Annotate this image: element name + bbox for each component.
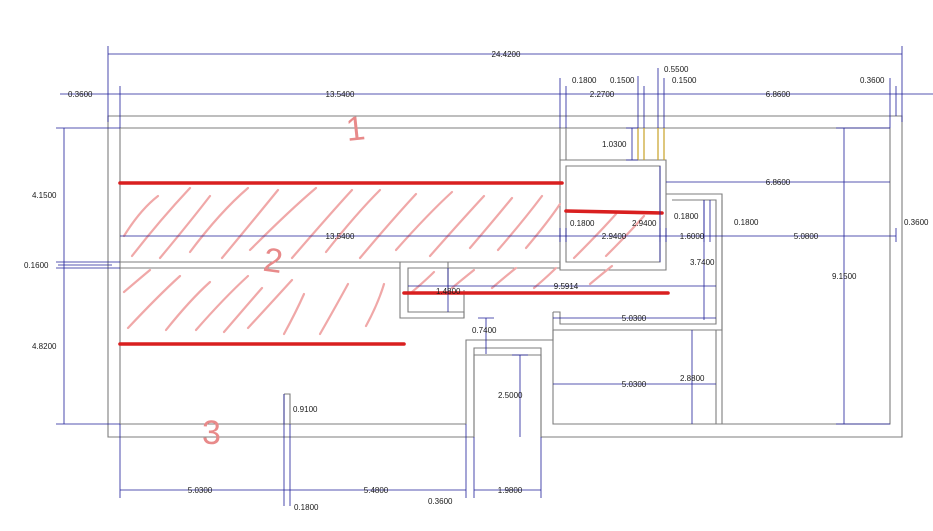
dim-mid-wall: 0.1800 <box>570 219 595 228</box>
door-jamb-left <box>637 128 645 160</box>
dim-right-edge-offset: 0.3600 <box>904 218 929 227</box>
dim-line <box>60 68 933 128</box>
zone-label-2: 2 <box>261 241 285 281</box>
dim-mid-room-width: 2.9400 <box>602 232 627 241</box>
hatch-mark <box>496 194 544 252</box>
dim-overall-width: 24.4200 <box>492 50 521 59</box>
hatch-mark <box>126 274 182 330</box>
hatch-mark <box>248 186 318 252</box>
dim-line <box>120 200 897 242</box>
hatch-mark <box>532 266 558 290</box>
dim-right-wall-a: 0.1800 <box>674 212 699 221</box>
dim-post-height: 0.9100 <box>293 405 318 414</box>
central-block <box>399 261 561 319</box>
hatch-mark <box>222 286 264 334</box>
hatch-mark <box>290 188 354 260</box>
hatch-marks <box>122 186 646 336</box>
dim-line <box>107 46 903 122</box>
dim-bottom-gap: 0.3600 <box>428 497 453 506</box>
dim-notch-height: 1.4800 <box>436 287 461 296</box>
dim-line <box>626 127 638 161</box>
hatch-mark <box>572 212 618 260</box>
interior-partitions <box>559 128 723 424</box>
lower-room-right-wall <box>465 330 554 437</box>
dim-line <box>478 317 494 354</box>
dim-room-width-b: 5.0300 <box>622 380 647 389</box>
dim-top-mid-span: 2.2700 <box>590 90 615 99</box>
hatch-mark <box>364 282 386 328</box>
dim-line <box>836 127 890 425</box>
hatch-mark <box>490 266 518 290</box>
inner-wall-left <box>119 128 466 425</box>
dim-mid-height: 3.7400 <box>690 258 715 267</box>
dim-right-wall-b: 0.1800 <box>734 218 759 227</box>
hatch-mark <box>358 192 418 260</box>
dim-right-upper-span: 6.8600 <box>766 178 791 187</box>
dim-top-wall-c: 0.1500 <box>672 76 697 85</box>
dimension-labels: 24.4200 0.3600 13.5400 0.1800 0.1500 0.5… <box>24 50 929 512</box>
hatch-mark <box>194 274 250 332</box>
dim-top-span-left: 13.5400 <box>326 90 355 99</box>
dim-top-left-offset: 0.3600 <box>68 90 93 99</box>
hatch-mark <box>188 186 250 254</box>
dim-lower-room-height: 4.8200 <box>32 342 57 351</box>
dim-mid-room-height: 2.9400 <box>632 219 657 228</box>
door-jamb-right <box>657 128 665 160</box>
hatch-mark <box>324 188 382 254</box>
dim-top-wall-b: 0.1500 <box>610 76 635 85</box>
hatch-mark <box>246 278 294 330</box>
zone-label-3: 3 <box>202 414 221 452</box>
dim-line <box>56 127 120 425</box>
dim-top-door-width: 0.5500 <box>664 65 689 74</box>
dim-bottom-span-b: 5.4800 <box>364 486 389 495</box>
small-room-outline <box>559 159 667 271</box>
zone-labels: 1 2 3 <box>202 109 367 452</box>
dim-overall-height: 9.1500 <box>832 272 857 281</box>
hatch-mark <box>122 268 152 294</box>
dim-top-span-right: 6.8600 <box>766 90 791 99</box>
hatch-mark <box>450 268 476 290</box>
hatch-mark <box>164 280 212 332</box>
walls <box>107 115 903 438</box>
red-line-small-room <box>564 209 664 215</box>
dim-line <box>119 424 542 506</box>
dim-top-wall-a: 0.1800 <box>572 76 597 85</box>
dim-top-right-offset: 0.3600 <box>860 76 885 85</box>
hatch-mark <box>410 270 436 294</box>
hatch-mark <box>428 194 486 258</box>
dim-mid-span-left: 13.5400 <box>326 232 355 241</box>
hatch-mark <box>158 194 212 260</box>
upper-room-floor-line-1 <box>120 261 400 269</box>
hatch-mark <box>318 282 350 336</box>
dimension-lines <box>56 46 933 506</box>
hatch-mark <box>468 196 514 250</box>
dim-line <box>512 354 528 437</box>
dim-step-height: 0.7400 <box>472 326 497 335</box>
dim-wall-thickness-left: 0.1600 <box>24 261 49 270</box>
hatch-mark <box>394 190 454 252</box>
dim-bottom-span-a: 5.0300 <box>188 486 213 495</box>
dim-door-depth: 1.0300 <box>602 140 627 149</box>
dim-right-span-a: 1.6000 <box>680 232 705 241</box>
dim-room-height-b: 2.8800 <box>680 374 705 383</box>
hatch-mark <box>604 214 646 258</box>
dim-bottom-corridor-width: 1.9800 <box>498 486 523 495</box>
hatch-mark <box>524 202 562 250</box>
door-opening <box>637 128 665 160</box>
dim-right-span-b: 5.0800 <box>794 232 819 241</box>
dim-upper-room-height: 4.1500 <box>32 191 57 200</box>
hatch-mark <box>282 292 306 336</box>
dim-bottom-post-width: 0.1800 <box>294 503 319 512</box>
post-walls <box>283 393 291 424</box>
hatch-mark <box>220 188 280 260</box>
hatch-mark <box>130 186 192 258</box>
dim-long-span: 9.5914 <box>554 282 579 291</box>
hatch-mark <box>588 264 614 286</box>
dim-room-width-a: 5.0300 <box>622 314 647 323</box>
hatch-mark <box>122 194 160 238</box>
zone-label-1: 1 <box>344 109 367 149</box>
dim-corridor-length: 2.5000 <box>498 391 523 400</box>
